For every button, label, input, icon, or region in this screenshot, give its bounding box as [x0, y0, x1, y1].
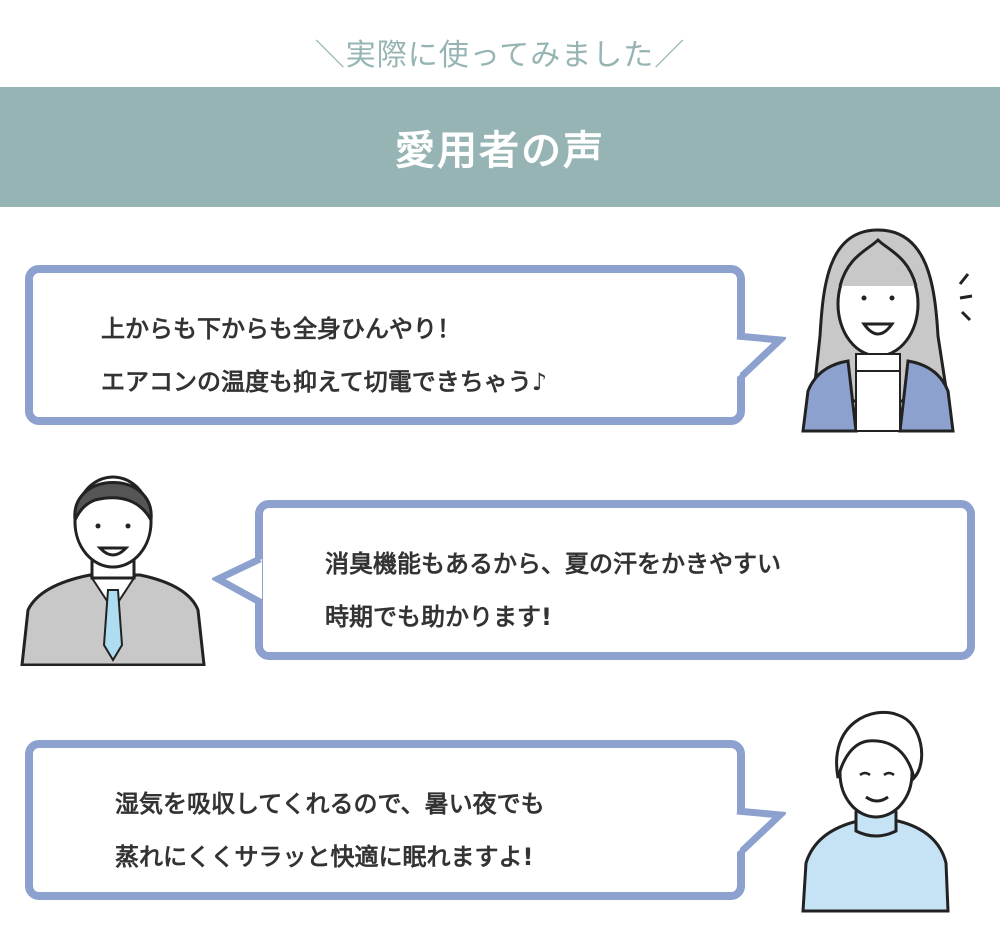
subtitle: ＼実際に使ってみました／ [314, 38, 686, 73]
text-line: エアコンの温度も抑えて切電できちゃう♪ [101, 368, 548, 396]
bubble-tail-3 [736, 807, 786, 854]
speech-bubble-1: 上からも下からも全身ひんやり！ エアコンの温度も抑えて切電できちゃう♪ [25, 265, 745, 425]
businessman-illustration [20, 475, 206, 666]
testimonial-text-2: 消臭機能もあるから、夏の汗をかきやすい 時期でも助かります! [325, 538, 781, 644]
speech-bubble-3: 湿気を吸収してくれるので、暑い夜でも 蒸れにくくサラッと快適に眠れますよ! [25, 740, 745, 900]
testimonial-text-1: 上からも下からも全身ひんやり！ エアコンの温度も抑えて切電できちゃう♪ [101, 303, 547, 409]
surprise-lines-icon [958, 273, 973, 322]
bubble-tail-2 [212, 555, 262, 605]
title-band: 愛用者の声 [0, 87, 1000, 207]
text-line: 時期でも助かります! [325, 603, 552, 631]
page-title: 愛用者の声 [395, 128, 605, 174]
young-woman-illustration [801, 228, 973, 433]
testimonial-text-3: 湿気を吸収してくれるので、暑い夜でも 蒸れにくくサラッと快適に眠れますよ! [115, 778, 545, 884]
text-line: 湿気を吸収してくれるので、暑い夜でも [115, 790, 545, 818]
text-line: 消臭機能もあるから、夏の汗をかきやすい [325, 550, 781, 578]
bubble-tail-1 [736, 332, 786, 379]
speech-bubble-2: 消臭機能もあるから、夏の汗をかきやすい 時期でも助かります! [255, 500, 975, 660]
text-line: 蒸れにくくサラッと快適に眠れますよ! [115, 843, 534, 871]
older-woman-illustration [801, 710, 950, 913]
text-line: 上からも下からも全身ひんやり！ [101, 315, 461, 343]
